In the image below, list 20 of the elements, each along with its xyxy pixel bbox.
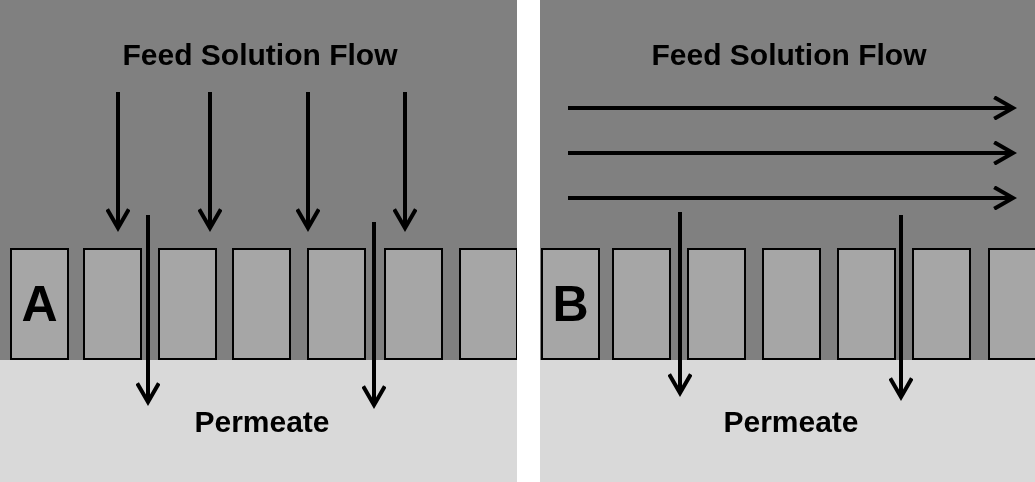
panel-letter: A xyxy=(21,279,58,329)
feed-flow-heading: Feed Solution Flow xyxy=(651,38,927,72)
membrane-block xyxy=(912,248,971,360)
membrane-block xyxy=(10,248,69,360)
panel-letter: B xyxy=(552,279,589,329)
membrane-block xyxy=(384,248,443,360)
membrane-block xyxy=(158,248,217,360)
membrane-block xyxy=(541,248,600,360)
membrane-block xyxy=(307,248,366,360)
membrane-block xyxy=(612,248,671,360)
membrane-block xyxy=(837,248,896,360)
membrane-block xyxy=(687,248,746,360)
membrane-block xyxy=(988,248,1035,360)
permeate-label: Permeate xyxy=(723,405,859,439)
membrane-block xyxy=(83,248,142,360)
membrane-block xyxy=(762,248,821,360)
feed-flow-heading: Feed Solution Flow xyxy=(122,38,398,72)
membrane-block xyxy=(232,248,291,360)
permeate-label: Permeate xyxy=(194,405,330,439)
membrane-block xyxy=(459,248,517,360)
